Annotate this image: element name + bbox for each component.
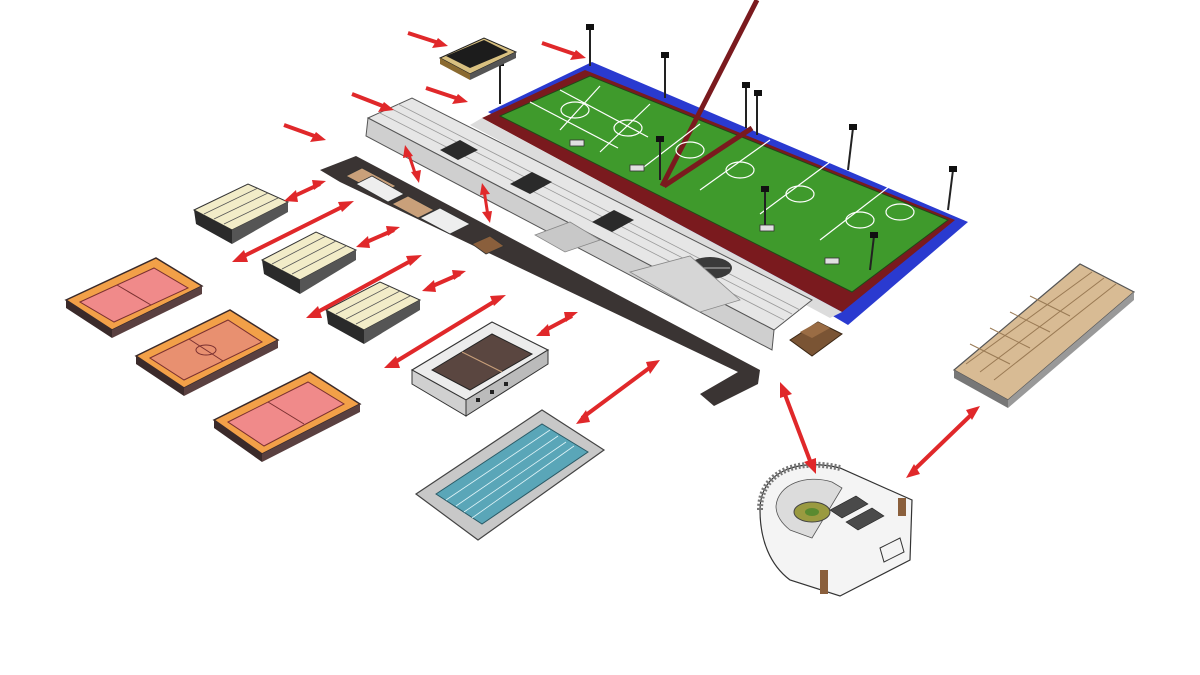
arrow-arena (536, 312, 578, 336)
arrow-scoreboard (407, 31, 448, 48)
arrow-kiosk-2 (480, 183, 492, 223)
bleacher-1 (192, 183, 290, 244)
arrow-stadium (780, 382, 816, 474)
arrow-court-3 (384, 295, 506, 368)
bleacher-2 (260, 231, 358, 294)
podium-kiosks (345, 167, 505, 255)
arrow-podium (283, 123, 326, 142)
football-pitches (470, 0, 968, 325)
main-grandstand (365, 97, 843, 357)
arrow-court-1 (232, 201, 354, 262)
tennis-court-2 (212, 371, 362, 462)
arrow-field (541, 41, 586, 60)
explode-arrows (232, 31, 980, 478)
swimming-pool (414, 409, 606, 541)
bleacher-3 (324, 281, 422, 344)
indoor-arena (410, 321, 550, 417)
arrow-kiosk-1 (403, 145, 421, 183)
stadium-bowl (757, 461, 913, 597)
arrow-bleacher-3 (422, 270, 466, 292)
arrow-stand-a (425, 86, 468, 104)
arrow-pool (576, 360, 660, 424)
arrow-bleacher-1 (284, 180, 326, 202)
arrow-roof (906, 406, 980, 478)
roof-pavilion (952, 263, 1136, 408)
arrow-bleacher-2 (356, 226, 400, 248)
basketball-court (134, 309, 280, 396)
tennis-court-1 (64, 257, 204, 338)
arrow-court-2 (306, 255, 422, 318)
scoreboard (438, 37, 518, 80)
arrow-stand-b (351, 92, 394, 112)
